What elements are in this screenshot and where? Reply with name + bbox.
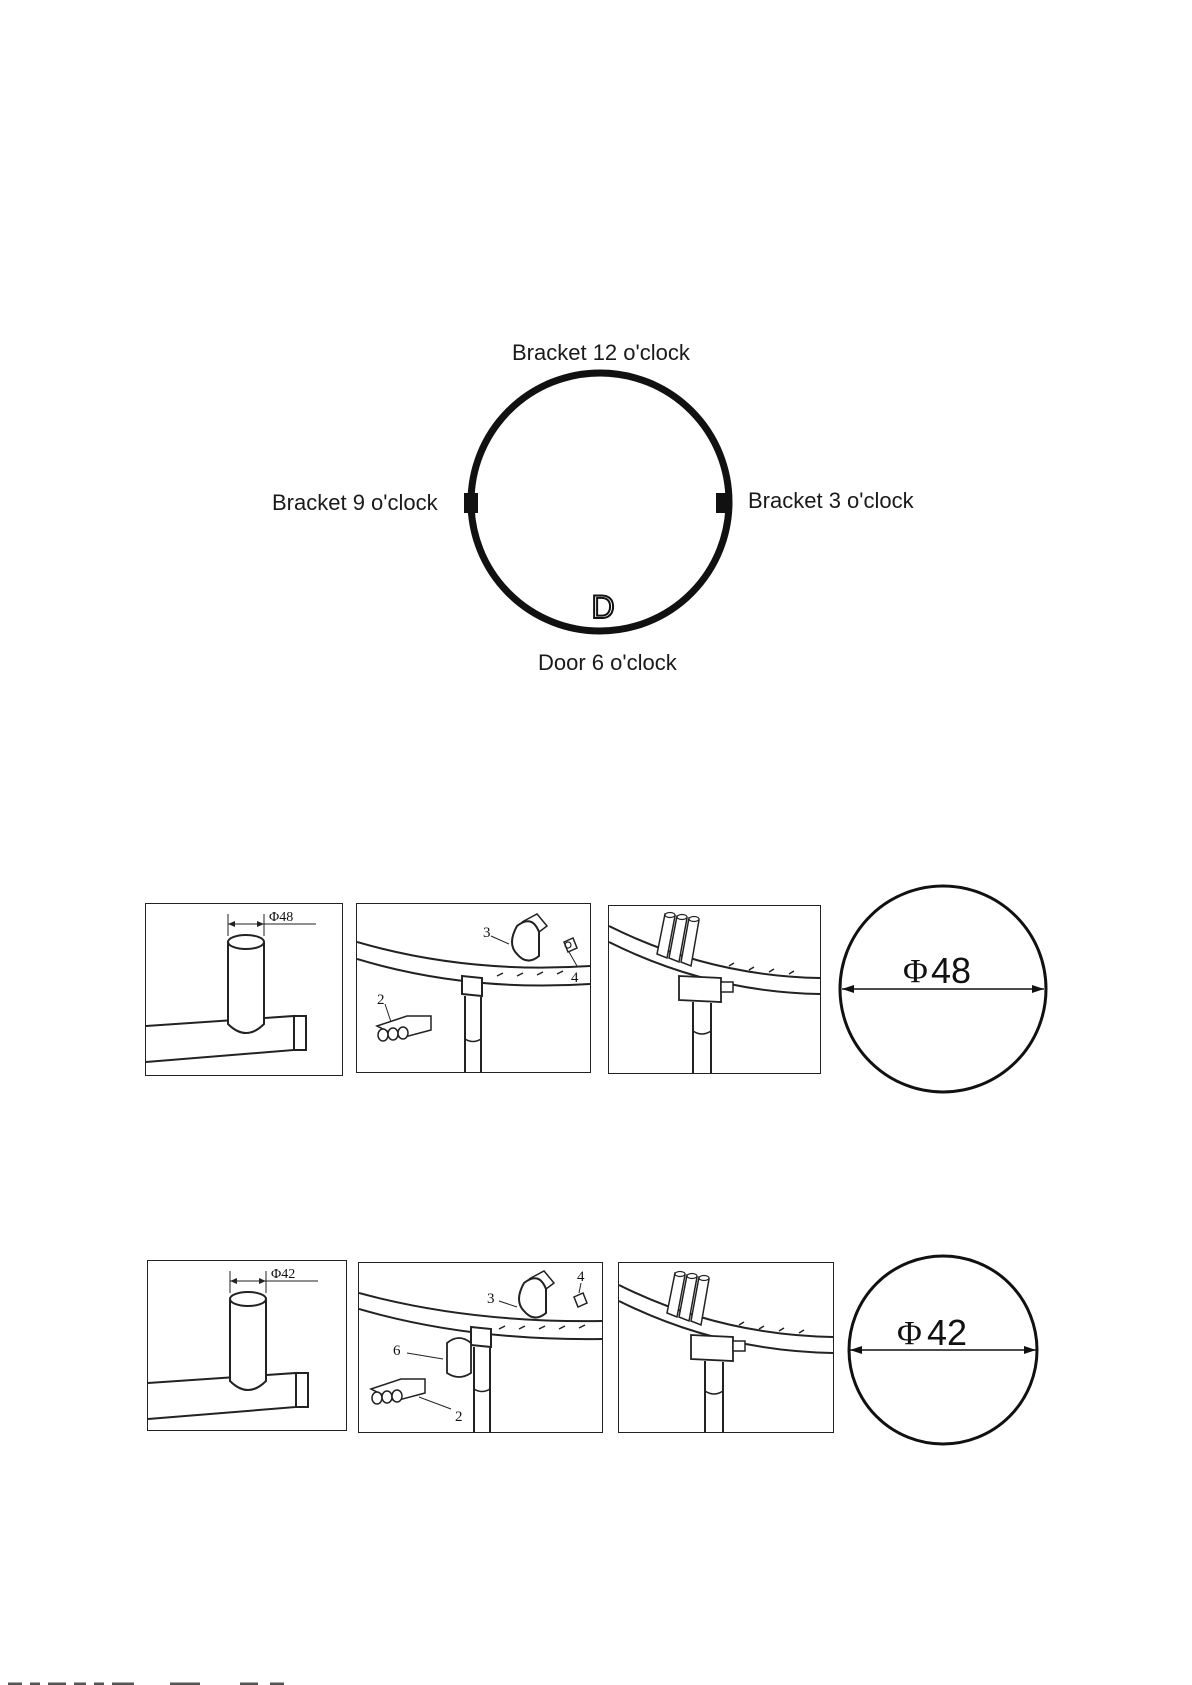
assembled-48-panel — [608, 905, 821, 1074]
assembled-clamp — [679, 976, 721, 1002]
bracket-parts-42-panel: 3 4 6 2 — [358, 1262, 603, 1433]
part-2-label: 2 — [455, 1409, 463, 1425]
base-tube — [148, 1373, 296, 1419]
upright-tube — [228, 942, 264, 1033]
base-tube-end — [294, 1016, 306, 1050]
top-rail — [357, 942, 590, 968]
diameter-42-circle: Φ 42 — [845, 1252, 1041, 1448]
door-mark: D — [591, 589, 614, 625]
tube-42-panel: Φ42 — [147, 1260, 347, 1431]
bracket-3-marker — [716, 493, 730, 513]
bracket-parts-48-drawing: 3 4 2 — [357, 904, 590, 1072]
diameter-48-phi: Φ — [903, 953, 928, 990]
part-4-label: 4 — [577, 1269, 585, 1285]
bracket-parts-48-panel: 3 4 2 — [356, 903, 591, 1073]
assembled-clamp — [691, 1335, 733, 1361]
leg-pole — [465, 996, 481, 1072]
bracket-clamp — [519, 1278, 546, 1317]
tube-42-dimension: Φ42 — [271, 1267, 295, 1282]
base-tube — [146, 1016, 294, 1062]
door-6-label: Door 6 o'clock — [538, 650, 677, 676]
top-rail — [359, 1293, 602, 1321]
upright-tube-opening — [228, 935, 264, 949]
base-tube-end — [296, 1373, 308, 1407]
enclosure-clock-diagram: D Bracket 12 o'clock Bracket 9 o'clock B… — [0, 0, 1192, 720]
diameter-48-value: 48 — [931, 950, 971, 991]
assembled-pole — [693, 1002, 711, 1073]
tube-48-dimension: Φ48 — [269, 910, 293, 925]
part-4-label: 4 — [571, 970, 579, 986]
assembled-rail — [619, 1285, 833, 1337]
assembled-42-drawing — [619, 1263, 833, 1432]
bolt — [574, 1293, 587, 1307]
part-6-label: 6 — [393, 1343, 401, 1359]
bracket-parts-42-drawing: 3 4 6 2 — [359, 1263, 602, 1432]
upright-tube — [230, 1299, 266, 1390]
bracket-9-label: Bracket 9 o'clock — [272, 490, 438, 516]
assembled-42-panel — [618, 1262, 834, 1433]
diameter-42-phi: Φ — [897, 1315, 922, 1352]
tube-42-drawing: Φ42 — [148, 1261, 346, 1430]
diameter-42-value: 42 — [927, 1312, 967, 1353]
part-3-label: 3 — [487, 1291, 495, 1307]
bracket-12-label: Bracket 12 o'clock — [512, 340, 690, 366]
part-2-label: 2 — [377, 992, 385, 1008]
bracket-clamp — [512, 921, 539, 960]
assembled-48-drawing — [609, 906, 820, 1073]
bracket-3-label: Bracket 3 o'clock — [748, 488, 914, 514]
tube-48-panel: Φ48 — [145, 903, 343, 1076]
joint-sleeve — [471, 1327, 491, 1347]
bracket-9-marker — [464, 493, 478, 513]
tube-48-drawing: Φ48 — [146, 904, 342, 1075]
assembled-rail — [609, 926, 820, 978]
upright-tube-opening — [230, 1292, 266, 1306]
joint-sleeve — [462, 976, 482, 996]
assembled-pole — [705, 1361, 723, 1432]
page-footer-artifact — [0, 1676, 1192, 1685]
diameter-48-circle: Φ 48 — [836, 882, 1050, 1096]
sleeve-part — [447, 1338, 471, 1377]
part-3-label: 3 — [483, 925, 491, 941]
